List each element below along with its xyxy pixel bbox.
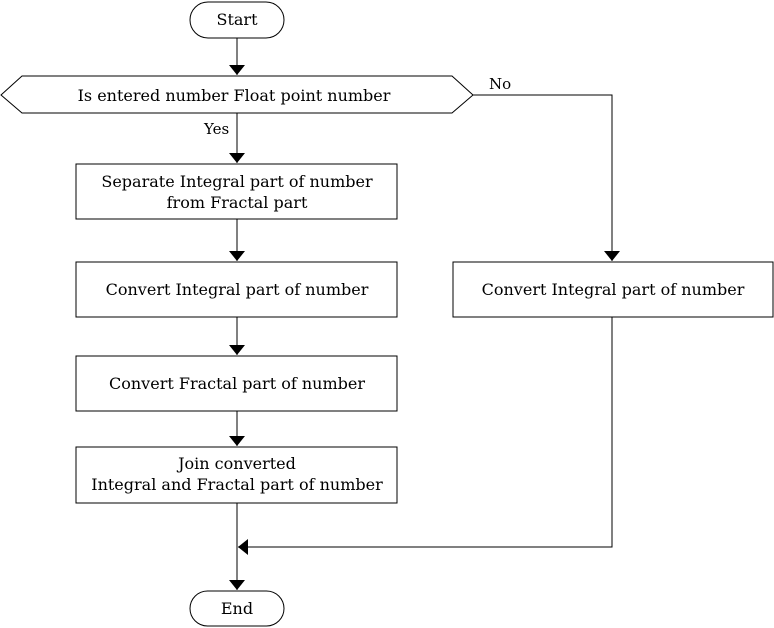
end-label: End: [221, 599, 253, 618]
start-terminal: Start: [189, 1, 285, 39]
edge-decision-to-right-convert: [473, 94, 620, 261]
convert-fractal-label: Convert Fractal part of number: [109, 374, 365, 393]
join-label-line1: Join converted: [176, 454, 296, 473]
separate-label-line1: Separate Integral part of number: [101, 172, 373, 191]
join-label-line2: Integral and Fractal part of number: [91, 475, 383, 494]
convert-integral-left-box: Convert Integral part of number: [75, 261, 398, 318]
yes-label: Yes: [203, 120, 229, 138]
no-label: No: [489, 75, 511, 93]
end-terminal: End: [189, 590, 285, 627]
separate-label-line2: from Fractal part: [167, 193, 308, 212]
join-box: Join converted Integral and Fractal part…: [75, 446, 398, 504]
convert-integral-right-label: Convert Integral part of number: [482, 280, 745, 299]
decision-node: Is entered number Float point number: [0, 75, 474, 114]
edge-right-convert-to-merge: [238, 317, 613, 555]
separate-box: Separate Integral part of number from Fr…: [75, 163, 398, 220]
convert-integral-left-label: Convert Integral part of number: [106, 280, 369, 299]
convert-integral-right-box: Convert Integral part of number: [452, 261, 774, 318]
convert-fractal-box: Convert Fractal part of number: [75, 355, 398, 412]
start-label: Start: [216, 10, 258, 29]
decision-label: Is entered number Float point number: [78, 86, 391, 105]
